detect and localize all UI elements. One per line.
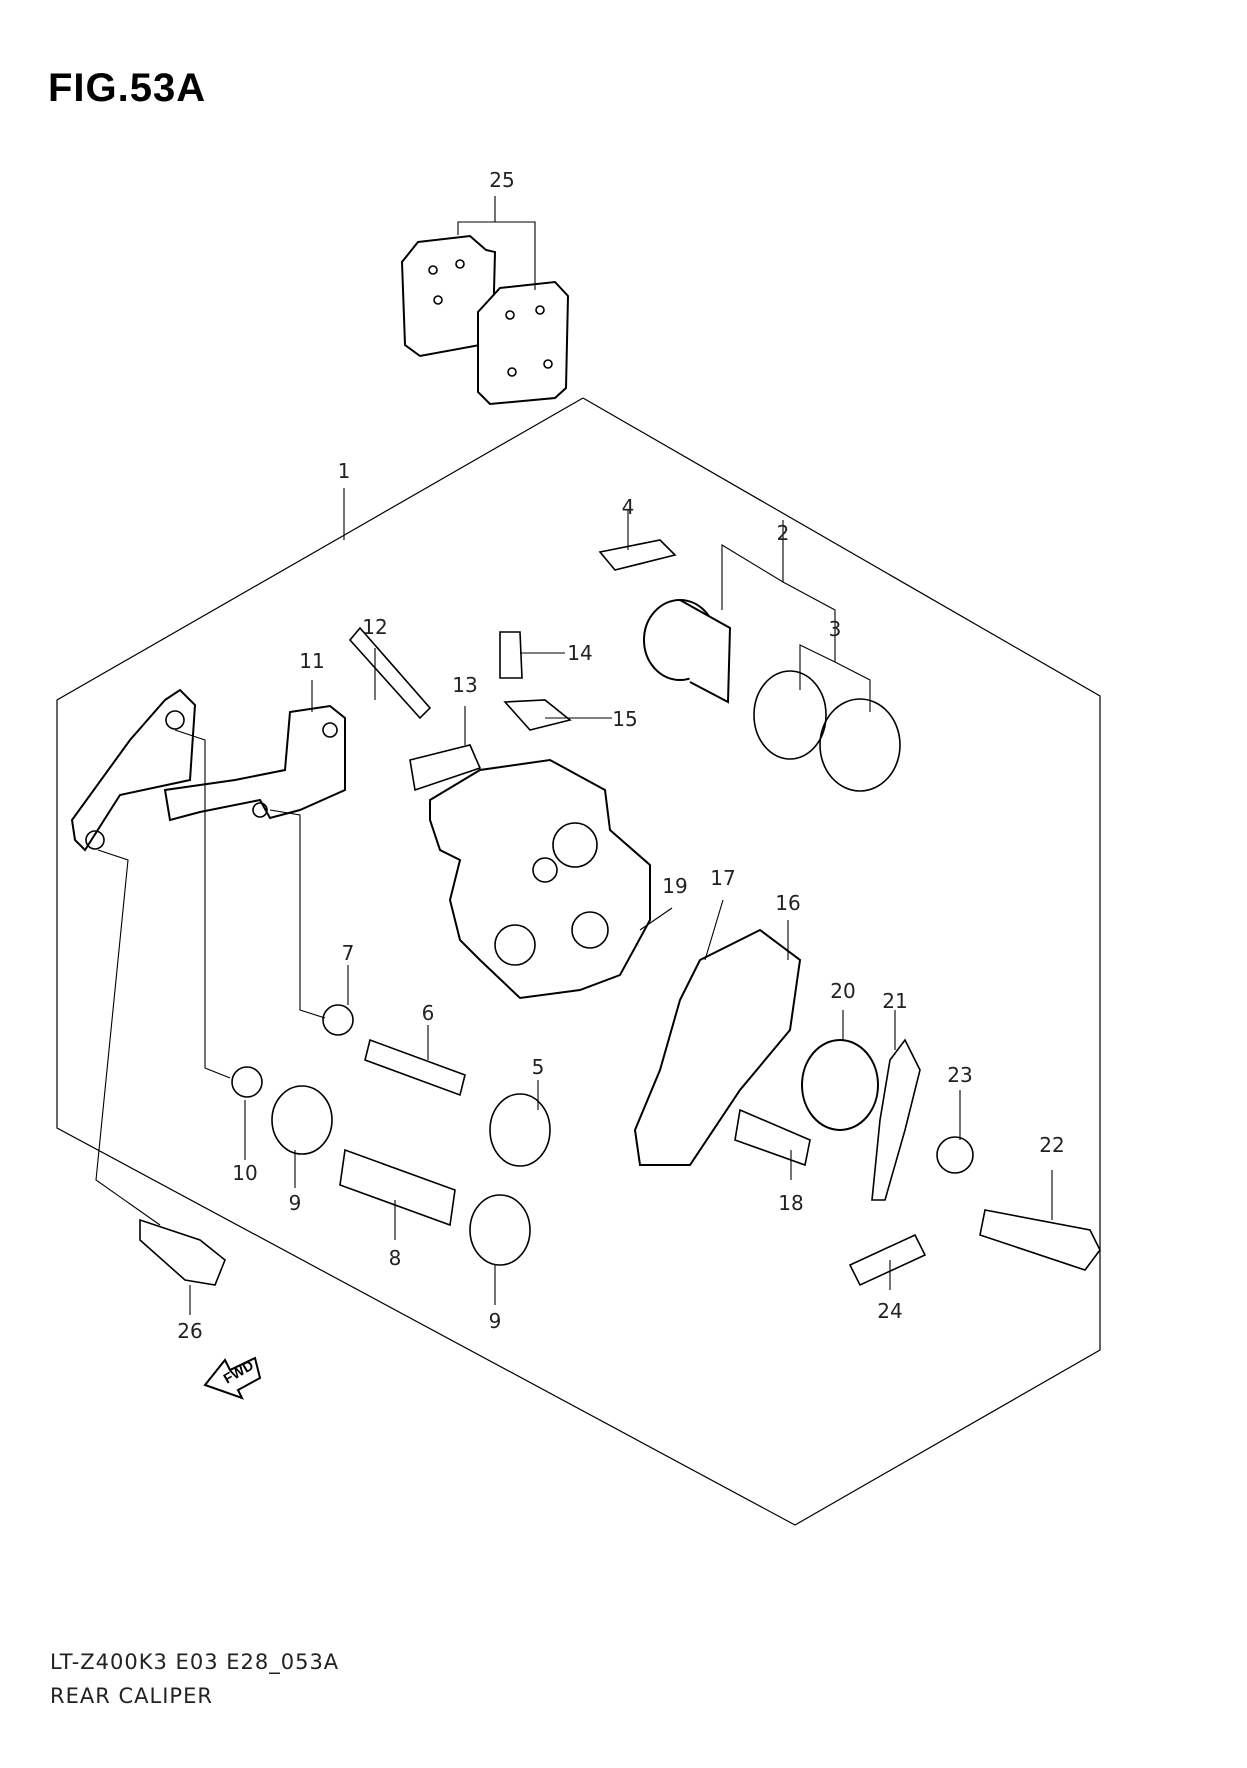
callout-15: 15 xyxy=(612,707,637,731)
callout-numbers: 1 2 3 4 5 6 7 8 9 9 10 11 12 13 14 15 16… xyxy=(177,168,1064,1343)
callout-2: 2 xyxy=(777,521,790,545)
piston-and-seals xyxy=(643,599,901,792)
callout-22: 22 xyxy=(1039,1133,1064,1157)
callout-3: 3 xyxy=(829,617,842,641)
callout-12: 12 xyxy=(362,615,387,639)
assembly-boundary xyxy=(56,397,1101,1526)
callout-7: 7 xyxy=(342,941,355,965)
caliper-body xyxy=(429,758,651,1000)
brake-pad-set xyxy=(400,234,570,406)
pins-and-bolts xyxy=(139,539,927,1287)
callout-5: 5 xyxy=(532,1055,545,1079)
callout-9-upper: 9 xyxy=(289,1191,302,1215)
callout-13: 13 xyxy=(452,673,477,697)
callout-11: 11 xyxy=(299,649,324,673)
caliper-bracket xyxy=(70,688,346,852)
callout-8: 8 xyxy=(389,1246,402,1270)
callout-6: 6 xyxy=(422,1001,435,1025)
callout-26: 26 xyxy=(177,1319,202,1343)
callout-16: 16 xyxy=(775,891,800,915)
lever-assembly xyxy=(633,928,1101,1271)
leader-lines xyxy=(95,196,1053,1315)
figure-title: FIG.53A xyxy=(48,66,207,110)
callout-24: 24 xyxy=(877,1299,902,1323)
model-code-label: LT-Z400K3 E03 E28_053A xyxy=(50,1650,340,1674)
forward-direction-arrow: FWD xyxy=(203,1356,262,1400)
callout-4: 4 xyxy=(622,495,635,519)
callout-21: 21 xyxy=(882,989,907,1013)
callout-17: 17 xyxy=(710,866,735,890)
callout-19: 19 xyxy=(662,874,687,898)
callout-18: 18 xyxy=(778,1191,803,1215)
callout-9-lower: 9 xyxy=(489,1309,502,1333)
callout-14: 14 xyxy=(567,641,592,665)
callout-1: 1 xyxy=(338,459,351,483)
callout-10: 10 xyxy=(232,1161,257,1185)
callout-23: 23 xyxy=(947,1063,972,1087)
callout-25: 25 xyxy=(489,168,514,192)
section-name-label: REAR CALIPER xyxy=(50,1684,213,1708)
callout-20: 20 xyxy=(830,979,855,1003)
